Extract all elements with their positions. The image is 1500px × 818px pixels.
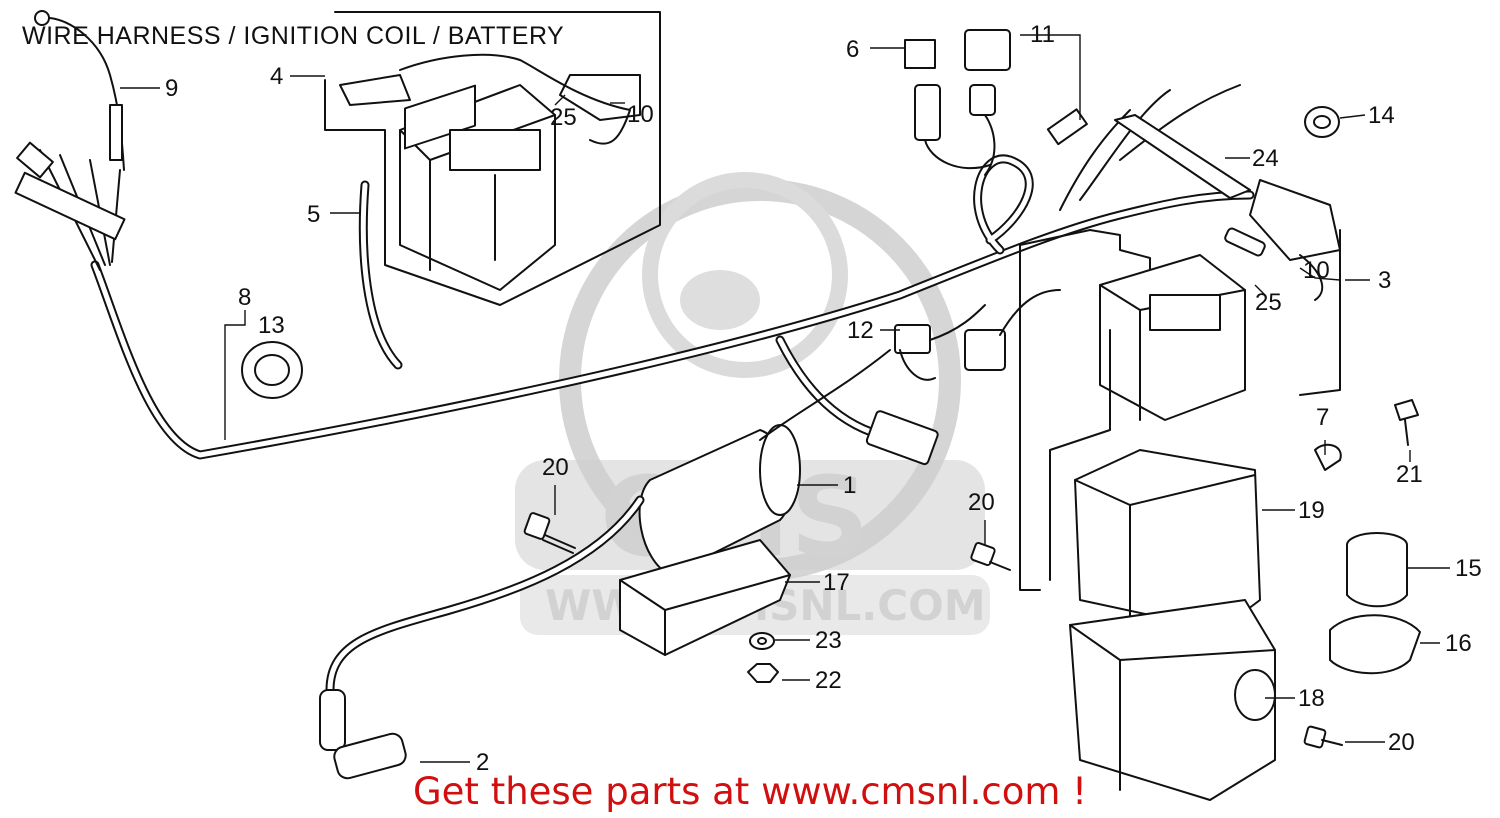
callout-10-right: 10 bbox=[1303, 257, 1330, 284]
callout-18: 18 bbox=[1298, 685, 1325, 712]
callout-4: 4 bbox=[270, 63, 283, 90]
battery-group-frame bbox=[324, 11, 661, 306]
callout-5: 5 bbox=[307, 201, 320, 228]
diagram-title: WIRE HARNESS / IGNITION COIL / BATTERY bbox=[22, 22, 565, 50]
callout-14: 14 bbox=[1368, 102, 1395, 129]
callout-9: 9 bbox=[165, 75, 178, 102]
callout-10-left: 10 bbox=[627, 101, 654, 128]
callout-20-box: 20 bbox=[1388, 729, 1415, 756]
washer-nut bbox=[747, 632, 779, 683]
battery-vent-tube bbox=[358, 180, 403, 370]
callout-2: 2 bbox=[476, 749, 489, 776]
callout-1: 1 bbox=[843, 472, 856, 499]
bolt-coil bbox=[523, 512, 576, 554]
battery-right bbox=[1019, 114, 1341, 591]
callout-24: 24 bbox=[1252, 145, 1279, 172]
callout-11: 11 bbox=[1030, 21, 1055, 48]
callout-22: 22 bbox=[815, 667, 842, 694]
callout-numbers: 1 2 3 4 5 6 7 8 9 10 10 11 12 13 14 15 1… bbox=[165, 21, 1482, 776]
callout-20-coil: 20 bbox=[542, 454, 569, 481]
callout-25-left: 25 bbox=[550, 104, 577, 131]
battery-left bbox=[399, 84, 556, 291]
coil-bracket bbox=[619, 539, 791, 656]
callout-25-right: 25 bbox=[1255, 289, 1282, 316]
callout-20-case: 20 bbox=[968, 489, 995, 516]
leader-lines bbox=[120, 34, 1450, 763]
callout-21: 21 bbox=[1396, 461, 1423, 488]
spark-plug-cap bbox=[319, 689, 407, 780]
callout-8: 8 bbox=[238, 284, 251, 311]
callout-19: 19 bbox=[1298, 497, 1325, 524]
callout-3: 3 bbox=[1378, 267, 1391, 294]
callout-7: 7 bbox=[1316, 404, 1329, 431]
battery-cable-left bbox=[339, 53, 641, 145]
small-parts-right bbox=[970, 106, 1421, 749]
grommet bbox=[241, 341, 303, 399]
callout-15: 15 bbox=[1455, 555, 1482, 582]
callout-6: 6 bbox=[846, 36, 859, 63]
callout-16: 16 bbox=[1445, 630, 1472, 657]
footer-promo-text: Get these parts at www.cmsnl.com ! bbox=[412, 770, 1087, 813]
callout-17: 17 bbox=[823, 569, 850, 596]
ignition-coil bbox=[325, 349, 891, 695]
battery-case bbox=[1069, 449, 1276, 801]
callout-13: 13 bbox=[258, 312, 285, 339]
callout-23: 23 bbox=[815, 627, 842, 654]
connectors bbox=[865, 29, 1088, 466]
callout-12: 12 bbox=[847, 317, 874, 344]
